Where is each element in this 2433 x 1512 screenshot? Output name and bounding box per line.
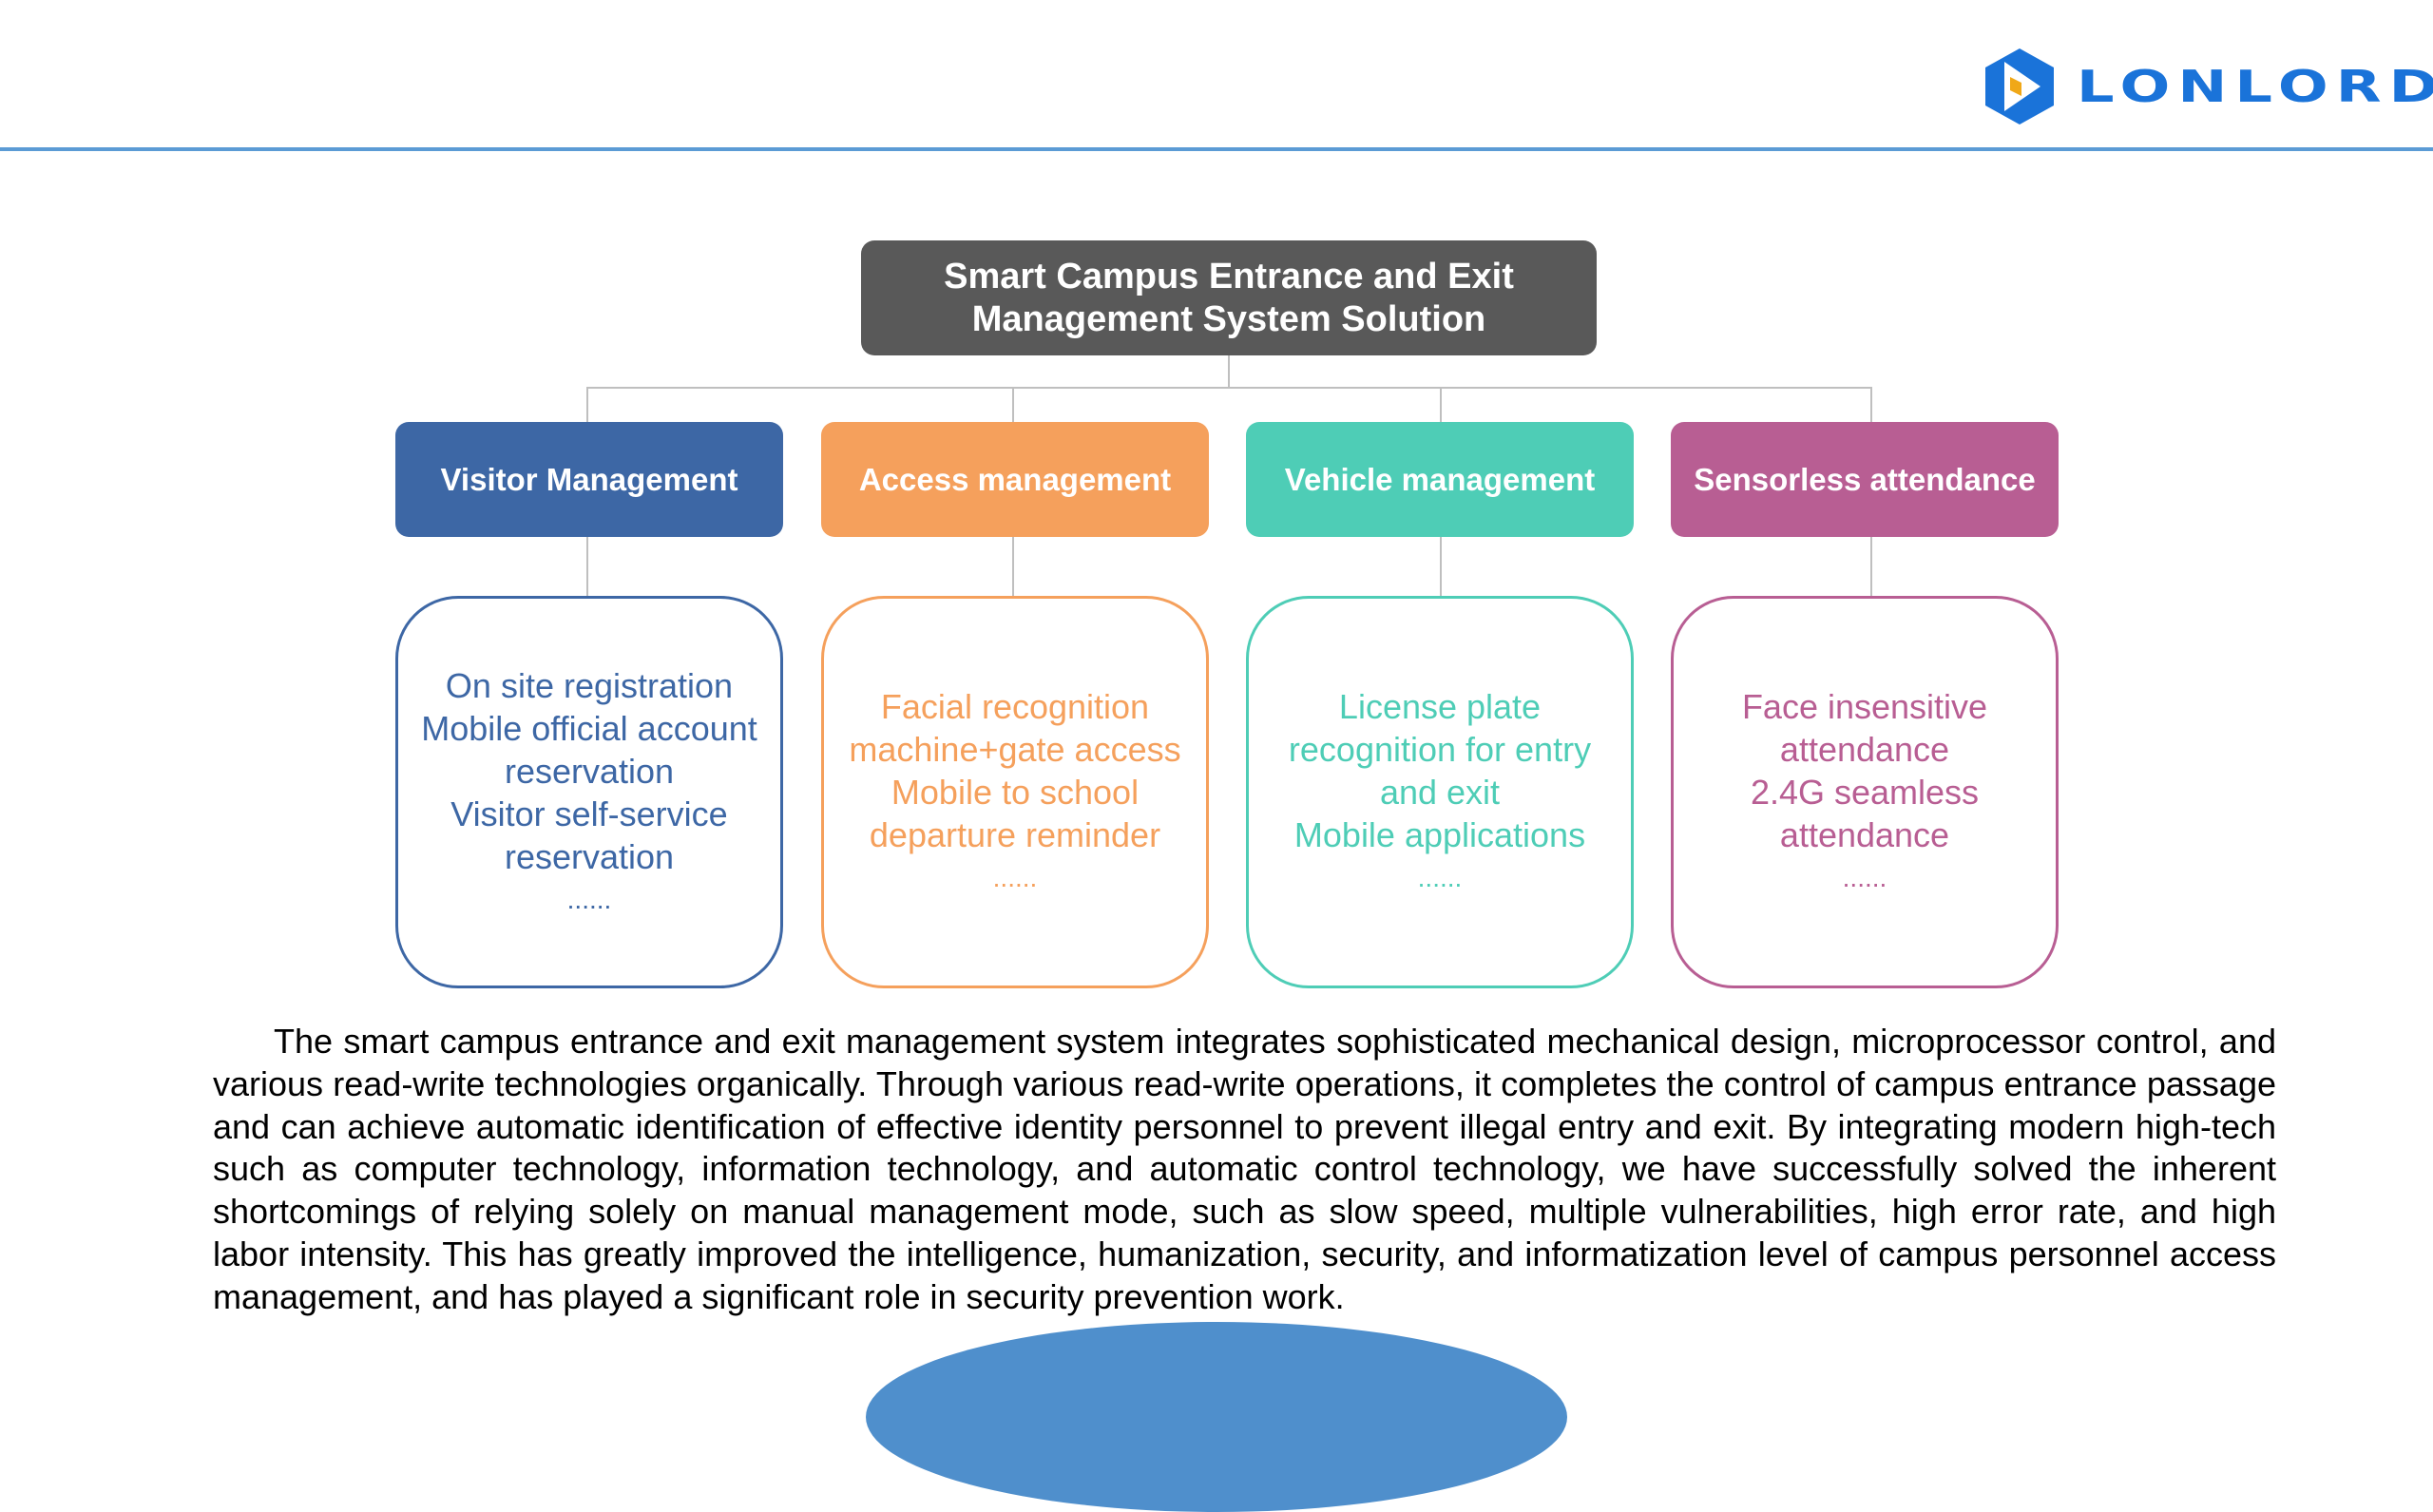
blue-ellipse-shape <box>866 1322 1567 1512</box>
detail-item: Mobile official account reservation <box>421 708 757 791</box>
connector <box>1870 537 1872 596</box>
category-sensorless-attendance: Sensorless attendance <box>1671 422 2059 537</box>
logo-text: LONLORD <box>2077 61 2433 112</box>
details-vehicle-management: License plate recognition for entry and … <box>1246 596 1634 988</box>
more-ellipsis: ...... <box>566 884 612 914</box>
detail-item: Mobile applications <box>1293 815 1586 854</box>
diagram-title: Smart Campus Entrance and Exit Managemen… <box>861 240 1597 355</box>
description-paragraph: The smart campus entrance and exit manag… <box>213 1022 2276 1316</box>
connector <box>1440 537 1442 596</box>
connector <box>586 387 588 422</box>
detail-item: Facial recognition machine+gate access <box>849 687 1181 769</box>
detail-item: 2.4G seamless attendance <box>1750 773 1980 854</box>
category-visitor-management: Visitor Management <box>395 422 783 537</box>
lonlord-logo: LONLORD <box>1983 47 2433 126</box>
connector <box>1228 355 1230 387</box>
more-ellipsis: ...... <box>992 863 1038 892</box>
detail-item: License plate recognition for entry and … <box>1288 687 1592 812</box>
hexagon-logo-icon <box>1985 48 2054 124</box>
connector <box>1012 387 1014 422</box>
connector <box>1440 387 1442 422</box>
more-ellipsis: ...... <box>1417 863 1463 892</box>
header-divider <box>0 147 2433 151</box>
category-access-management: Access management <box>821 422 1209 537</box>
more-ellipsis: ...... <box>1842 863 1887 892</box>
connector <box>1870 387 1872 422</box>
detail-item: Visitor self-service reservation <box>450 794 728 876</box>
detail-item: Mobile to school departure reminder <box>869 773 1161 854</box>
detail-item: On site registration <box>445 665 734 705</box>
detail-item: Face insensitive attendance <box>1741 687 1988 769</box>
connector <box>586 537 588 596</box>
connector <box>1012 537 1014 596</box>
connector <box>586 387 1871 389</box>
category-vehicle-management: Vehicle management <box>1246 422 1634 537</box>
